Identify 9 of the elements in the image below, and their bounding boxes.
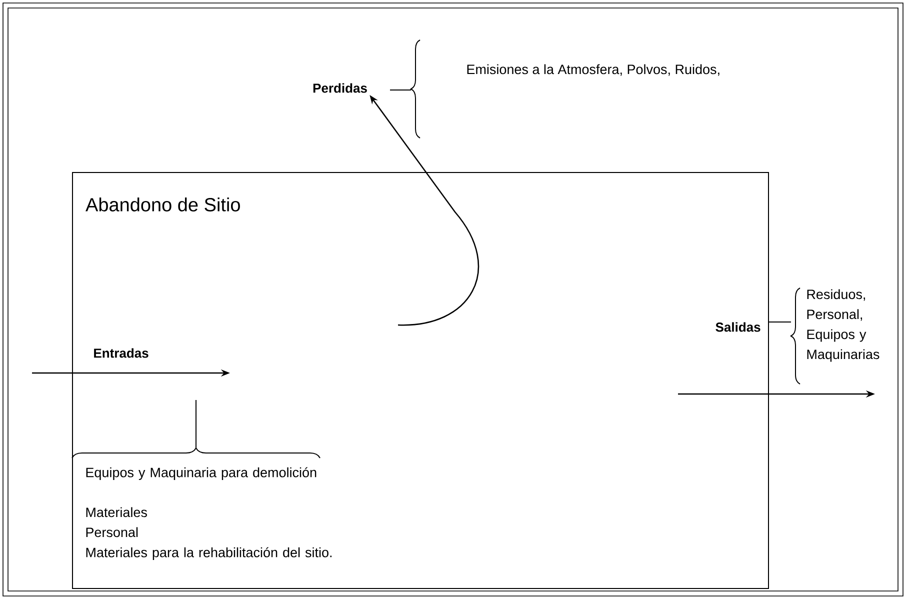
loss-label: Perdidas xyxy=(313,83,367,93)
label-text: Materiales xyxy=(86,507,147,518)
label-text: Emisiones a la Atmosfera, Polvos, Ruidos, xyxy=(467,64,720,76)
label-text: Personal xyxy=(86,527,138,538)
label-text: Materiales para la rehabilitación del sitio. xyxy=(86,547,332,560)
label-text: Equipos y Maquinaria para demolición xyxy=(86,467,316,480)
label-text: Residuos, Personal, Equipos y Maquinarias xyxy=(807,289,880,362)
label-text: Salidas xyxy=(716,322,760,332)
label-text: Entradas xyxy=(94,348,148,358)
